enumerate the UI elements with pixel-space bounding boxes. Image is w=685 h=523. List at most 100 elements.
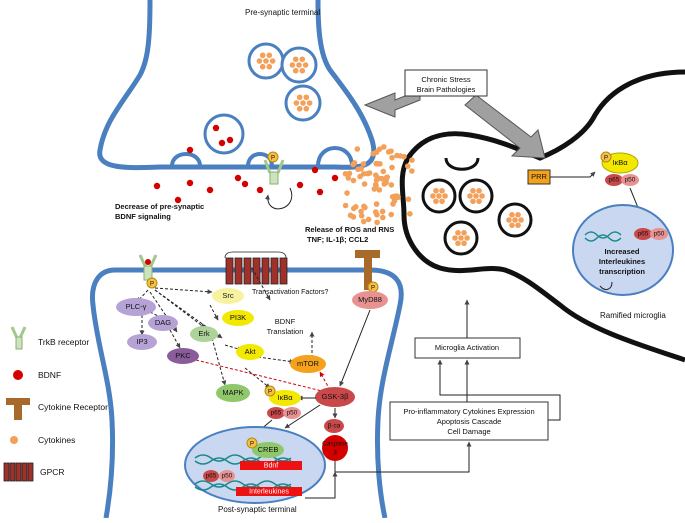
cargo-dot xyxy=(266,52,273,59)
cargo-dot xyxy=(515,222,521,229)
bdnf-dot xyxy=(296,181,304,189)
cargo-dot xyxy=(515,211,521,218)
node-src: Src xyxy=(212,288,244,304)
stress-arrows xyxy=(363,89,546,159)
released-bdnf xyxy=(153,124,339,204)
erk-label: Erk xyxy=(198,329,210,338)
cargo-dot xyxy=(461,229,467,236)
cytokine-dot xyxy=(350,214,357,220)
cytokine-dot xyxy=(372,181,379,188)
node-ip3: IP3 xyxy=(127,334,157,350)
proinflammatory-box xyxy=(389,401,549,441)
bdnf-dot xyxy=(212,124,220,132)
pi3k-label: PI3K xyxy=(230,313,246,322)
proinflam-label-3: Cell Damage xyxy=(447,427,490,436)
bdnf-dot xyxy=(316,188,324,196)
bdnf-translation-label-2: Translation xyxy=(267,327,304,336)
microglia-pits xyxy=(444,157,480,171)
prr-label: PRR xyxy=(531,172,547,181)
cytokine-dot xyxy=(351,160,358,166)
cytokine-dot xyxy=(350,205,357,212)
node-mapk: MAPK xyxy=(216,384,250,402)
cytokine-dot xyxy=(346,170,353,177)
ikba-p-label: P xyxy=(268,390,272,396)
cytokine-dot xyxy=(361,181,368,187)
cargo-dot xyxy=(303,94,310,101)
cytokine-dot xyxy=(375,161,381,167)
cargo-dot xyxy=(461,240,467,247)
cytokine-dot xyxy=(371,186,378,192)
pre-synaptic-label: Pre-synaptic terminal xyxy=(245,8,320,17)
transcription-loop-arrow xyxy=(599,281,613,290)
flow-arrows xyxy=(305,299,561,499)
cargo-dot xyxy=(470,198,476,205)
cargo-dot xyxy=(430,193,436,199)
creb-label: CREB xyxy=(258,445,279,454)
cargo-dot xyxy=(476,198,482,205)
increased-label-2: Interleukines xyxy=(599,257,645,266)
legend-trkb-label: TrkB receptor xyxy=(38,337,89,347)
prr-arrow xyxy=(550,171,596,178)
neuron-nucleus: CREB P Bdnf p65 p50 Interleukines xyxy=(184,426,326,504)
gsk-creb-arrow xyxy=(284,404,321,429)
transactivation-label: Transactivation Factors? xyxy=(252,289,328,296)
cytokine-dot xyxy=(404,163,411,169)
caspase-label-1: Caspase xyxy=(322,441,348,448)
microglia-p-label: P xyxy=(604,156,608,162)
cytokine-dot xyxy=(344,190,350,196)
cytokine-dot xyxy=(389,164,395,171)
node-mtor: mTOR xyxy=(290,355,326,373)
bdnf-dot xyxy=(226,136,234,144)
bdnf-dot xyxy=(241,180,249,188)
cargo-dot xyxy=(266,63,273,70)
cytokine-dot xyxy=(391,198,398,204)
cargo-dot xyxy=(476,187,482,194)
cytokine-dot xyxy=(350,177,357,184)
cytokine-dot xyxy=(374,219,380,226)
bdnf-dot xyxy=(186,179,194,187)
cargo-dot xyxy=(300,100,306,106)
gpcr-receptor xyxy=(224,251,288,285)
cytokine-dot xyxy=(376,146,383,152)
cargo-dot xyxy=(473,193,479,199)
released-cytokines xyxy=(342,144,415,226)
cargo-dot xyxy=(439,187,445,194)
microglia-ikba-label: IκBα xyxy=(612,158,628,167)
cytokine-dot xyxy=(380,168,387,175)
cytokine-receptor-icon xyxy=(6,398,30,420)
microglia-p65-label: p65 xyxy=(609,177,620,184)
increased-label-1: Increased xyxy=(604,247,639,256)
proinflam-label-2: Apoptosis Cascade xyxy=(437,417,502,426)
cytokine-dot xyxy=(381,144,387,150)
legend-bdnf-label: BDNF xyxy=(38,370,61,380)
cargo-dot xyxy=(302,62,309,68)
cargo-dot xyxy=(433,187,439,194)
cargo-dot xyxy=(306,100,313,106)
bdnf-translation-label-1: BDNF xyxy=(275,317,296,326)
cargo-dot xyxy=(455,229,461,236)
node-gsk3b: GSK-3β xyxy=(315,387,355,407)
caspase-label-2: 3 xyxy=(333,450,337,457)
cytokine-dot xyxy=(360,161,367,167)
cytokine-dot xyxy=(379,175,385,182)
akt-label: Akt xyxy=(245,347,257,356)
bdnf-feedback-arrow xyxy=(264,187,293,210)
myd88-label: MyD88 xyxy=(358,295,382,304)
cargo-dot xyxy=(269,58,276,64)
mtor-label: mTOR xyxy=(297,359,320,368)
nucleus-p65-label: p65 xyxy=(638,231,649,238)
node-dag: DAG xyxy=(148,315,178,331)
node-caspase3: Caspase 3 xyxy=(322,435,348,461)
vesicle-cytokine-cargo xyxy=(256,52,524,247)
cargo-dot xyxy=(292,67,299,74)
cargo-dot xyxy=(433,198,439,205)
post-synaptic-terminal xyxy=(89,267,404,519)
cytokine-dot xyxy=(376,187,383,193)
cargo-dot xyxy=(303,105,310,112)
nuc-p50-label: p50 xyxy=(222,473,233,480)
cargo-dot xyxy=(455,240,461,247)
cytokine-dot xyxy=(358,212,365,219)
myd-p-label: P xyxy=(371,286,375,292)
cargo-dot xyxy=(452,235,458,241)
trkb-p-label: P xyxy=(271,156,275,162)
